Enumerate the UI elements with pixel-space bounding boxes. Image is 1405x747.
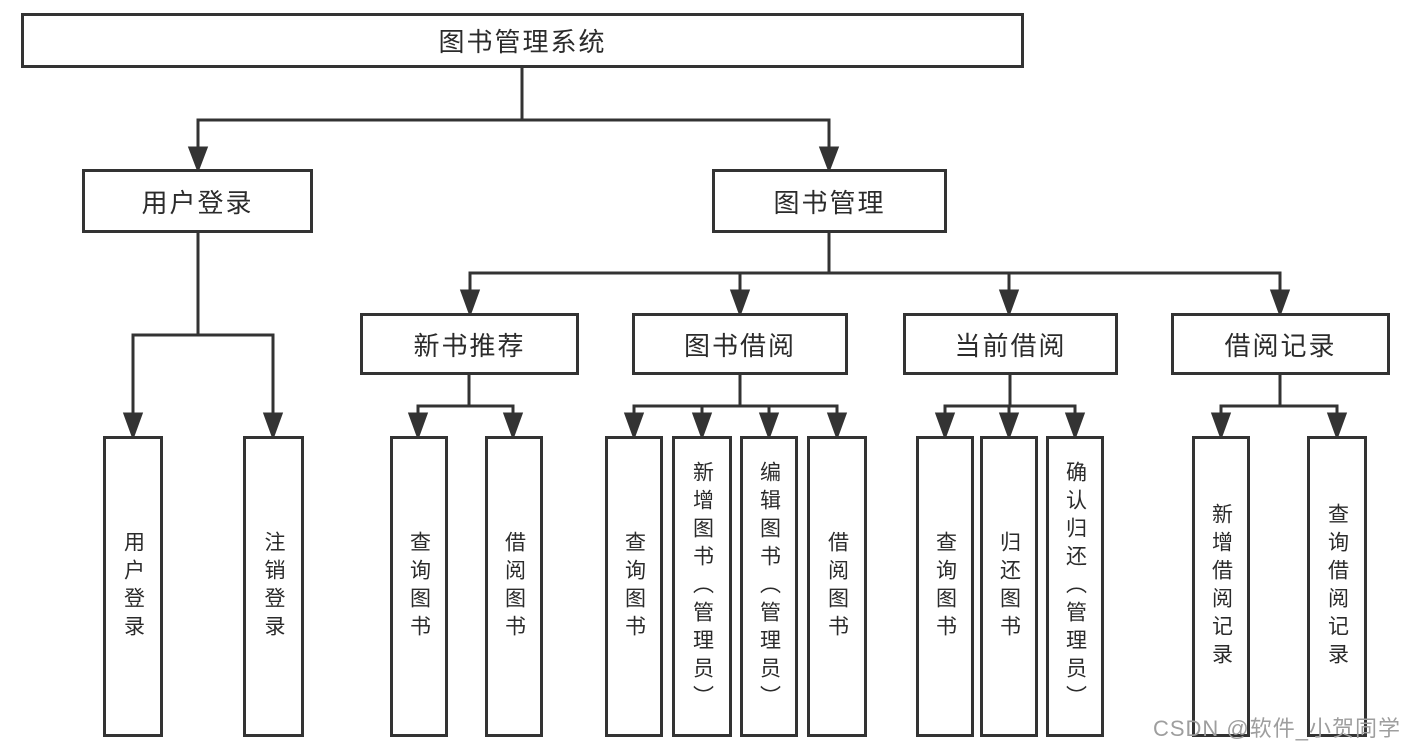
leaf-edit-books-admin: 编辑图书（管理员） [740, 436, 798, 737]
leaf-query-borrow-record-label: 查询借阅记录 [1325, 502, 1349, 671]
node-book-borrow-label: 图书借阅 [683, 330, 796, 361]
leaf-add-borrow-record-label: 新增借阅记录 [1209, 502, 1233, 671]
node-user-login: 用户登录 [82, 169, 313, 233]
leaf-query-books-recommend: 查询图书 [390, 436, 448, 737]
leaf-user-login-label: 用户登录 [121, 530, 145, 643]
node-book-borrow: 图书借阅 [632, 313, 848, 375]
leaf-borrow-books-recommend-label: 借阅图书 [502, 530, 526, 643]
node-new-book-recommend-label: 新书推荐 [413, 330, 526, 361]
leaf-query-books-current: 查询图书 [916, 436, 974, 737]
leaf-add-books-admin-label: 新增图书（管理员） [690, 460, 714, 713]
node-system-root: 图书管理系统 [21, 13, 1024, 68]
leaf-query-books-current-label: 查询图书 [933, 530, 957, 643]
leaf-borrow-books-label: 借阅图书 [825, 530, 849, 643]
leaf-query-books-recommend-label: 查询图书 [407, 530, 431, 643]
leaf-query-borrow-record: 查询借阅记录 [1307, 436, 1367, 737]
leaf-confirm-return-admin-label: 确认归还（管理员） [1063, 460, 1087, 713]
leaf-confirm-return-admin: 确认归还（管理员） [1046, 436, 1104, 737]
node-borrow-records: 借阅记录 [1171, 313, 1390, 375]
node-system-root-label: 图书管理系统 [438, 27, 607, 57]
node-current-borrow: 当前借阅 [903, 313, 1118, 375]
leaf-add-borrow-record: 新增借阅记录 [1192, 436, 1250, 737]
leaf-logout-label: 注销登录 [262, 530, 285, 643]
leaf-return-books-label: 归还图书 [997, 530, 1021, 643]
node-current-borrow-label: 当前借阅 [954, 330, 1067, 361]
leaf-return-books: 归还图书 [980, 436, 1038, 737]
leaf-query-books-borrow: 查询图书 [605, 436, 663, 737]
node-new-book-recommend: 新书推荐 [360, 313, 579, 375]
leaf-edit-books-admin-label: 编辑图书（管理员） [757, 460, 781, 713]
leaf-add-books-admin: 新增图书（管理员） [672, 436, 732, 737]
leaf-user-login: 用户登录 [103, 436, 163, 737]
node-book-management: 图书管理 [712, 169, 947, 233]
node-user-login-label: 用户登录 [141, 187, 254, 218]
leaf-query-books-borrow-label: 查询图书 [622, 530, 646, 643]
leaf-borrow-books: 借阅图书 [807, 436, 867, 737]
leaf-borrow-books-recommend: 借阅图书 [485, 436, 543, 737]
leaf-logout: 注销登录 [243, 436, 304, 737]
node-borrow-records-label: 借阅记录 [1224, 330, 1337, 361]
node-book-management-label: 图书管理 [773, 187, 886, 218]
